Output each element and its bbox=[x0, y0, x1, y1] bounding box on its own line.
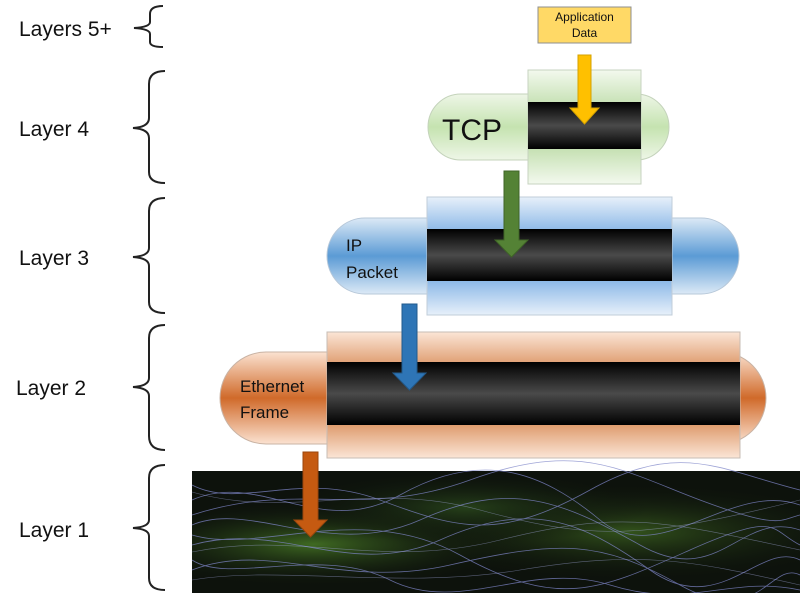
ip-packet-label-line2: Packet bbox=[346, 263, 398, 282]
layer-brace-5plus bbox=[133, 5, 164, 48]
arrow-ethernet-to-medium bbox=[292, 451, 329, 538]
application-data-label-line2: Data bbox=[572, 26, 598, 40]
ip-packet-label-line1: IP bbox=[346, 236, 362, 255]
application-data-box bbox=[537, 6, 632, 44]
arrow-application-to-tcp bbox=[568, 54, 601, 125]
tcp-segment bbox=[427, 69, 670, 185]
application-data-label-line1: Application bbox=[555, 10, 614, 24]
layer-brace-3 bbox=[132, 197, 166, 314]
arrow-tcp-to-ip bbox=[493, 170, 530, 258]
arrow-ip-to-ethernet bbox=[391, 303, 428, 391]
ethernet-frame-label-line1: Ethernet bbox=[240, 377, 305, 396]
layer-label-3: Layer 3 bbox=[19, 247, 89, 270]
physical-medium bbox=[191, 460, 800, 593]
layer-label-5plus: Layers 5+ bbox=[19, 18, 112, 41]
layer-label-2: Layer 2 bbox=[16, 377, 86, 400]
layer-brace-4 bbox=[132, 70, 166, 184]
layer-label-4: Layer 4 bbox=[19, 118, 89, 141]
ip-packet bbox=[326, 196, 740, 316]
layer-brace-1 bbox=[132, 464, 166, 591]
layer-label-1: Layer 1 bbox=[19, 519, 89, 542]
ethernet-frame-label-line2: Frame bbox=[240, 403, 289, 422]
layer-brace-2 bbox=[132, 324, 166, 451]
tcp-label: TCP bbox=[442, 114, 502, 147]
